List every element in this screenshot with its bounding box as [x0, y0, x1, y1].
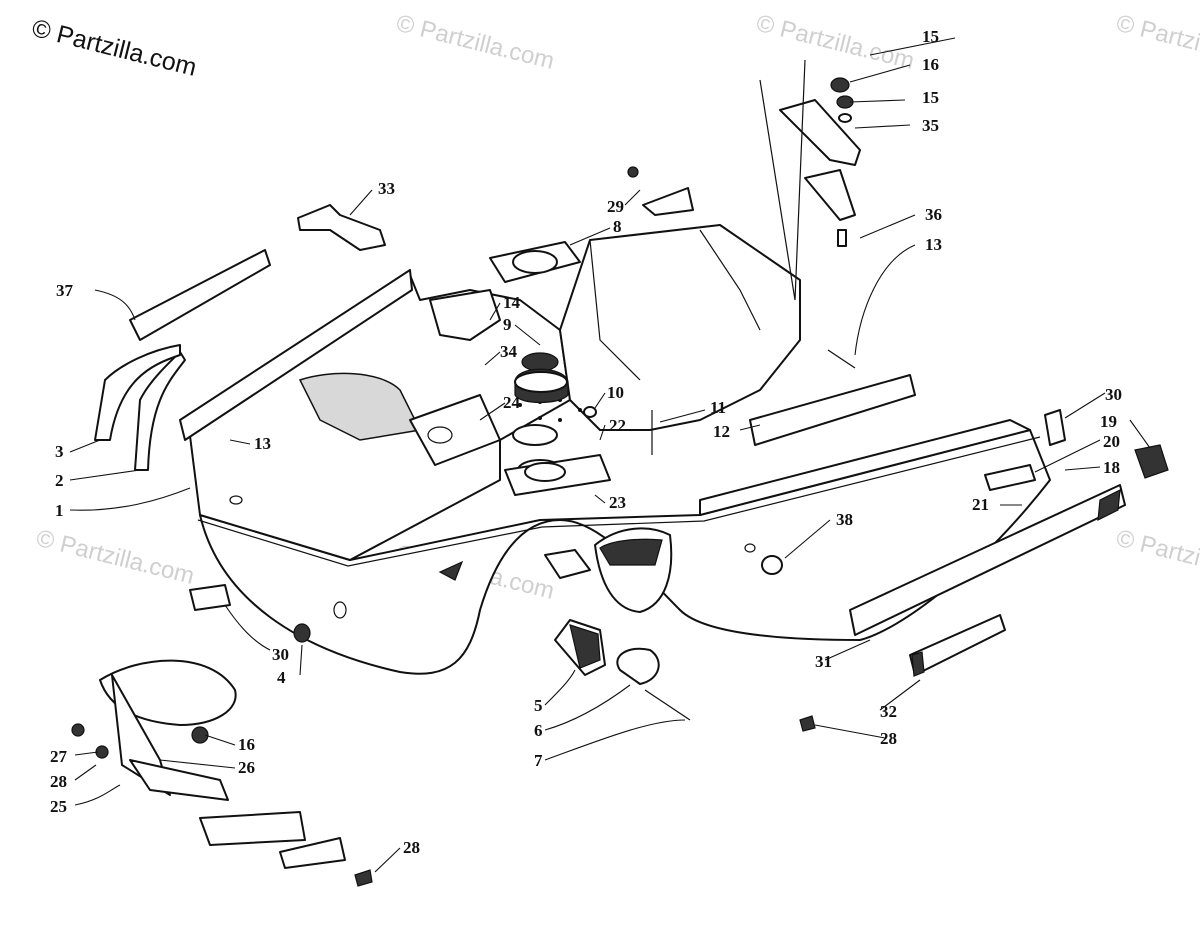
callout-3: 3: [55, 442, 64, 461]
callout-18: 19: [1100, 412, 1117, 431]
callout-8: 8: [613, 217, 622, 236]
callout-37: 37: [56, 281, 74, 300]
callout-25: 26: [238, 758, 255, 777]
callout-10: 10: [607, 383, 624, 402]
part-2-rail: [134, 351, 186, 471]
belly-pan: [187, 224, 1051, 675]
callout-5: 5: [534, 696, 543, 715]
callout-32: 32: [880, 702, 897, 721]
part-10-grommet: [583, 406, 597, 418]
part-38-plug: [761, 555, 783, 575]
callout-9: 9: [503, 315, 512, 334]
callout-28: 28: [403, 838, 420, 857]
callout-34: 34: [500, 342, 518, 361]
part-5-housing: [554, 619, 660, 685]
callout-14: 14: [503, 293, 521, 312]
part-9-boot: [514, 352, 569, 404]
callout-2: 2: [55, 471, 64, 490]
watermark: © Partzilla.com: [1114, 10, 1200, 75]
part-32-strip: [909, 614, 1006, 676]
callout-15: 15: [922, 88, 939, 107]
callout-4: 4: [277, 668, 286, 687]
callout-24: 25: [50, 797, 67, 816]
callout-35: 35: [922, 116, 939, 135]
callout-20: 21: [972, 495, 989, 514]
part-28-screw: [799, 715, 816, 732]
callout-7: 7: [534, 751, 543, 770]
callout-31: 31: [815, 652, 832, 671]
part-12-strip: [749, 374, 916, 446]
callout-27: 28: [50, 772, 67, 791]
callout-labels: 15 16 15 35 36 13 30 19 20 18 21 38 37 3…: [50, 27, 1122, 857]
part-31-bar: [849, 484, 1126, 636]
part-29-bracket: [642, 187, 694, 216]
callout-29: 29: [607, 197, 624, 216]
callout-1: 1: [55, 501, 64, 520]
callout-6: 6: [534, 721, 543, 740]
part-13-rivet: [827, 349, 856, 369]
callout-15: 15: [922, 27, 939, 46]
callout-12: 12: [713, 422, 730, 441]
callout-36: 36: [925, 205, 942, 224]
part-31-bar-end: [1097, 488, 1121, 522]
watermark: © Partzilla.com: [34, 525, 197, 590]
part-4-grommet: [293, 623, 311, 643]
part-19-plate: [984, 464, 1036, 491]
callout-30: 30: [1105, 385, 1122, 404]
callout-28: 28: [880, 729, 897, 748]
part-33-bracket: [297, 204, 386, 251]
callout-16: 16: [238, 735, 255, 754]
watermark: © Partzilla.com: [1114, 525, 1200, 590]
callout-16: 16: [922, 55, 939, 74]
callout-33: 33: [378, 179, 395, 198]
callout-38: 38: [836, 510, 853, 529]
part-30-bumper-left: [189, 584, 231, 611]
part-18-clip: [1134, 444, 1169, 479]
part-7-cable: [644, 689, 691, 721]
right-bracket-assembly: [759, 59, 861, 301]
part-3-rail: [94, 344, 181, 441]
callout-23: 24: [503, 393, 521, 412]
upper-rail: [179, 269, 413, 441]
callout-26: 27: [50, 747, 68, 766]
part-30-bumper: [1044, 409, 1066, 446]
callout-13: 13: [254, 434, 271, 453]
leader-lines: [69, 37, 1151, 873]
callout-21: 22: [609, 416, 626, 435]
callout-19: 20: [1103, 432, 1120, 451]
part-37-trim-strip: [129, 249, 271, 341]
callout-30: 30: [272, 645, 289, 664]
callout-22: 23: [609, 493, 626, 512]
callout-13: 13: [925, 235, 942, 254]
callout-17: 18: [1103, 458, 1120, 477]
watermark: © Partzilla.com: [754, 10, 917, 75]
part-14-bracket: [429, 289, 501, 341]
callout-11: 11: [710, 398, 726, 417]
lower-bracket-assembly: [71, 659, 373, 887]
watermark: © Partzilla.com: [394, 10, 557, 75]
